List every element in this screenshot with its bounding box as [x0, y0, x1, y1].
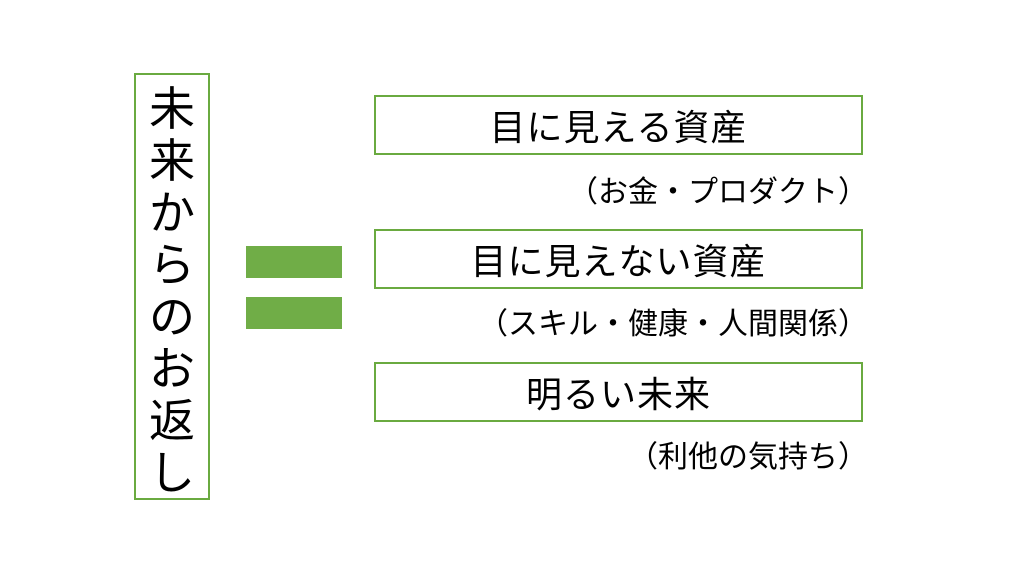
vertical-char: ら	[149, 238, 195, 292]
invisible-assets-label: 目に見えない資産	[470, 242, 767, 283]
vertical-char: お	[149, 342, 195, 396]
bright-future-box: 明るい未来	[374, 362, 863, 422]
bright-future-label: 明るい未来	[525, 375, 711, 416]
visible-assets-label: 目に見える資産	[489, 108, 748, 149]
vertical-char: 未	[149, 82, 195, 136]
future-return-box: 未 来 か ら の お 返 し	[134, 73, 210, 500]
visible-assets-note: （お金・プロダクト）	[568, 175, 868, 210]
vertical-char: の	[149, 290, 195, 344]
equals-sign-top-bar	[246, 246, 342, 278]
visible-assets-box: 目に見える資産	[374, 95, 863, 155]
vertical-char: 来	[149, 134, 195, 188]
equals-sign-bottom-bar	[246, 297, 342, 329]
vertical-char: か	[149, 186, 195, 240]
invisible-assets-note: （スキル・健康・人間関係）	[478, 307, 868, 342]
invisible-assets-box: 目に見えない資産	[374, 229, 863, 289]
vertical-char: 返	[149, 394, 195, 448]
bright-future-note: （利他の気持ち）	[628, 440, 868, 475]
vertical-char: し	[149, 446, 195, 500]
